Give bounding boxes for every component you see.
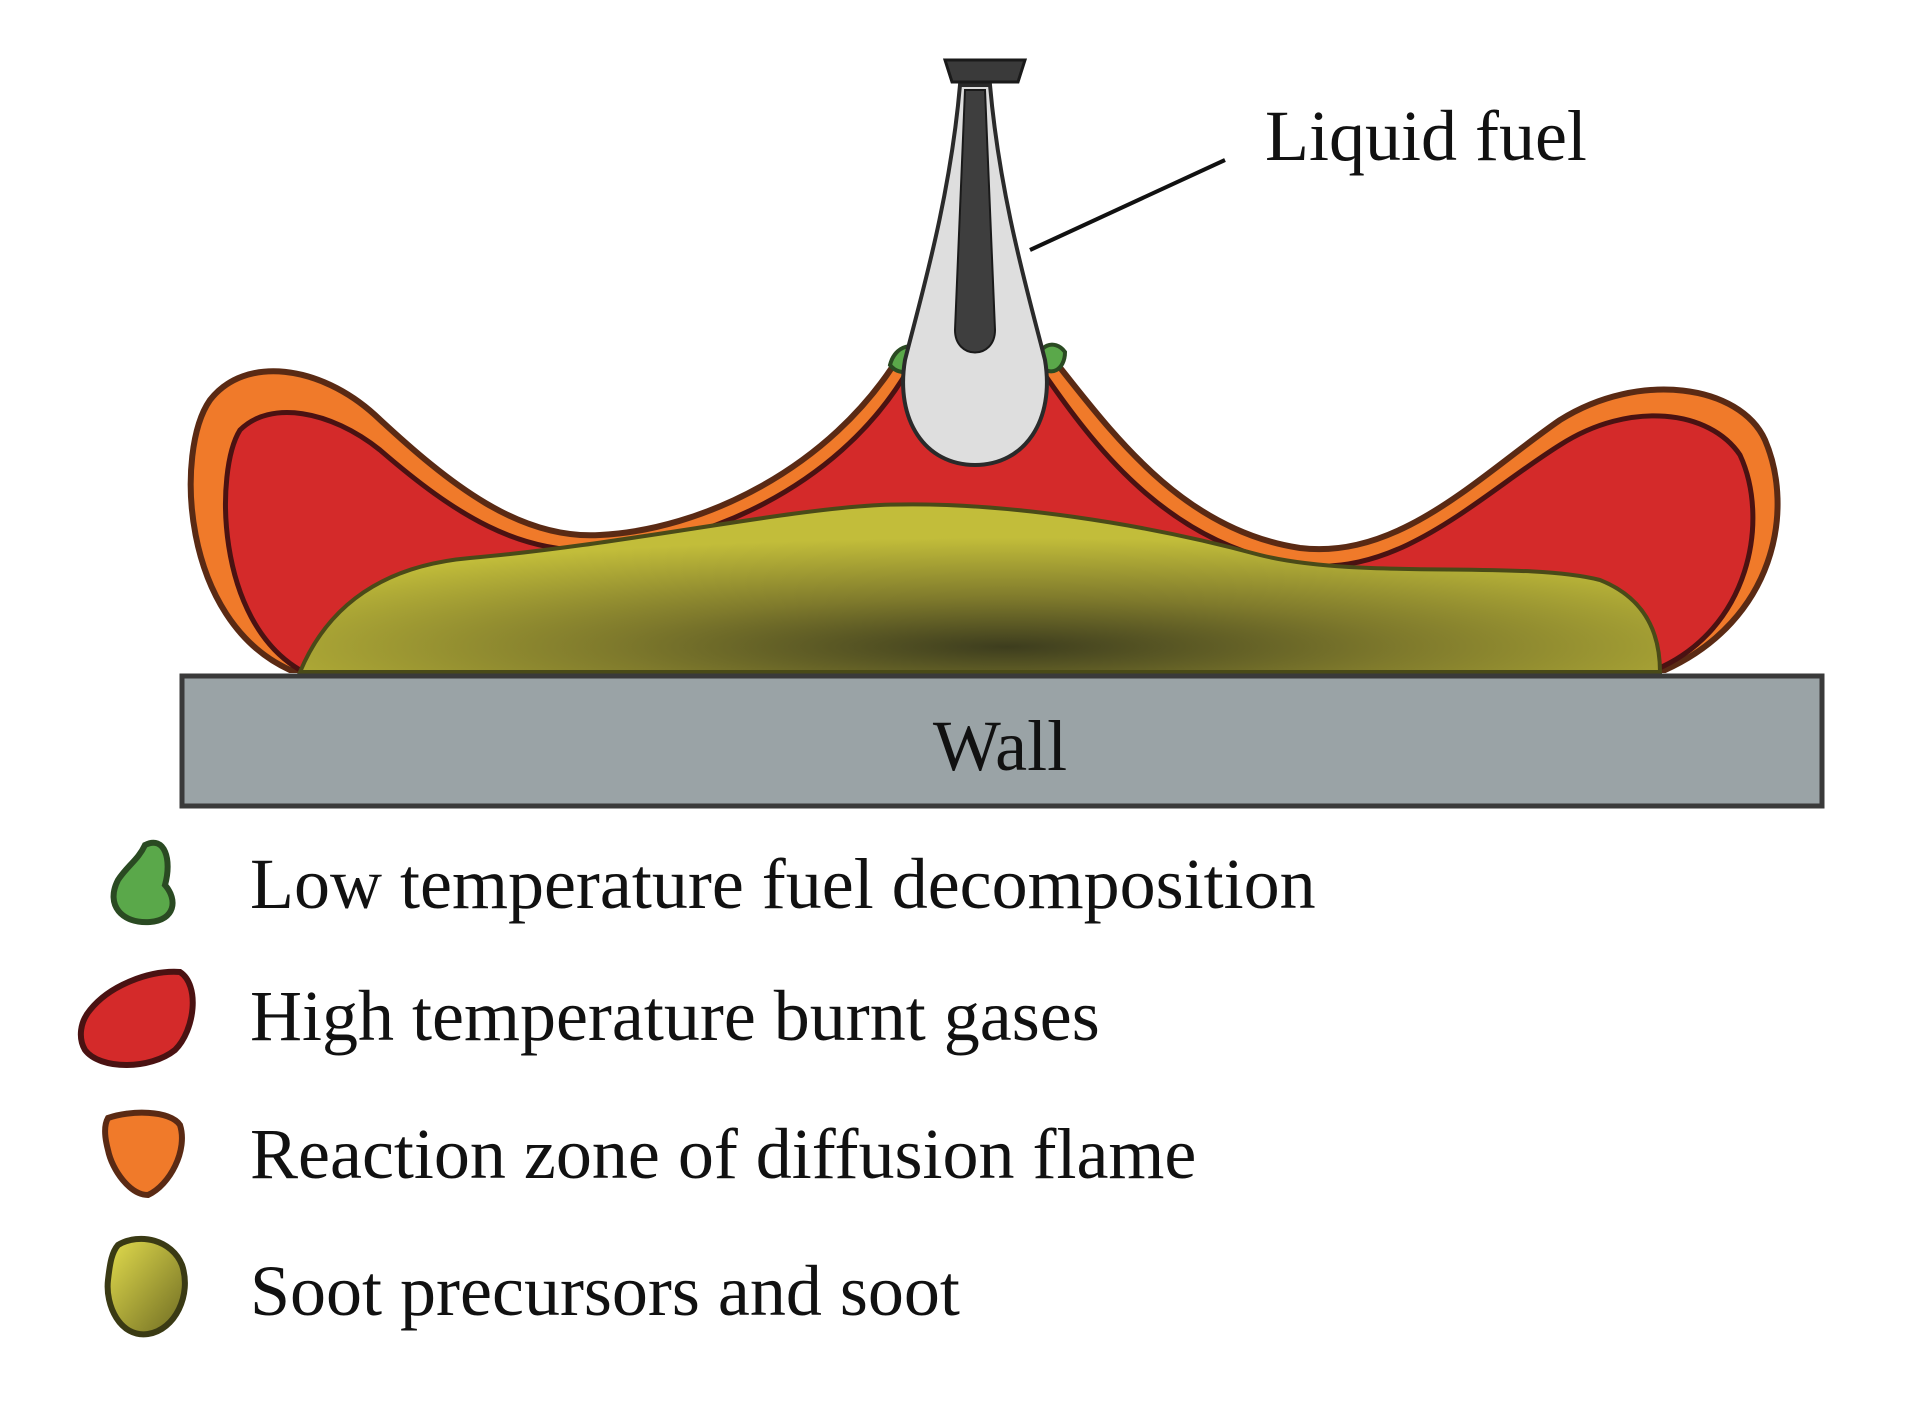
wall-label: Wall bbox=[933, 706, 1067, 786]
callout-label: Liquid fuel bbox=[1265, 96, 1587, 176]
legend-label-soot: Soot precursors and soot bbox=[250, 1251, 960, 1331]
red-blob-icon bbox=[77, 968, 196, 1068]
olive-blob-icon bbox=[104, 1235, 188, 1338]
orange-blob-icon bbox=[102, 1109, 185, 1199]
callout-line bbox=[1029, 158, 1226, 252]
legend-label-reaction-zone: Reaction zone of diffusion flame bbox=[250, 1114, 1196, 1194]
legend-label-high-temp: High temperature burnt gases bbox=[250, 976, 1100, 1056]
legend-label-low-temp: Low temperature fuel decomposition bbox=[250, 844, 1316, 924]
green-blob-icon bbox=[110, 839, 176, 926]
nozzle-icon bbox=[942, 58, 1028, 84]
soot-shape bbox=[296, 502, 1663, 674]
wall bbox=[179, 673, 1825, 809]
legend: Low temperature fuel decomposition High … bbox=[77, 839, 1316, 1338]
liquid-fuel-core bbox=[953, 89, 997, 354]
